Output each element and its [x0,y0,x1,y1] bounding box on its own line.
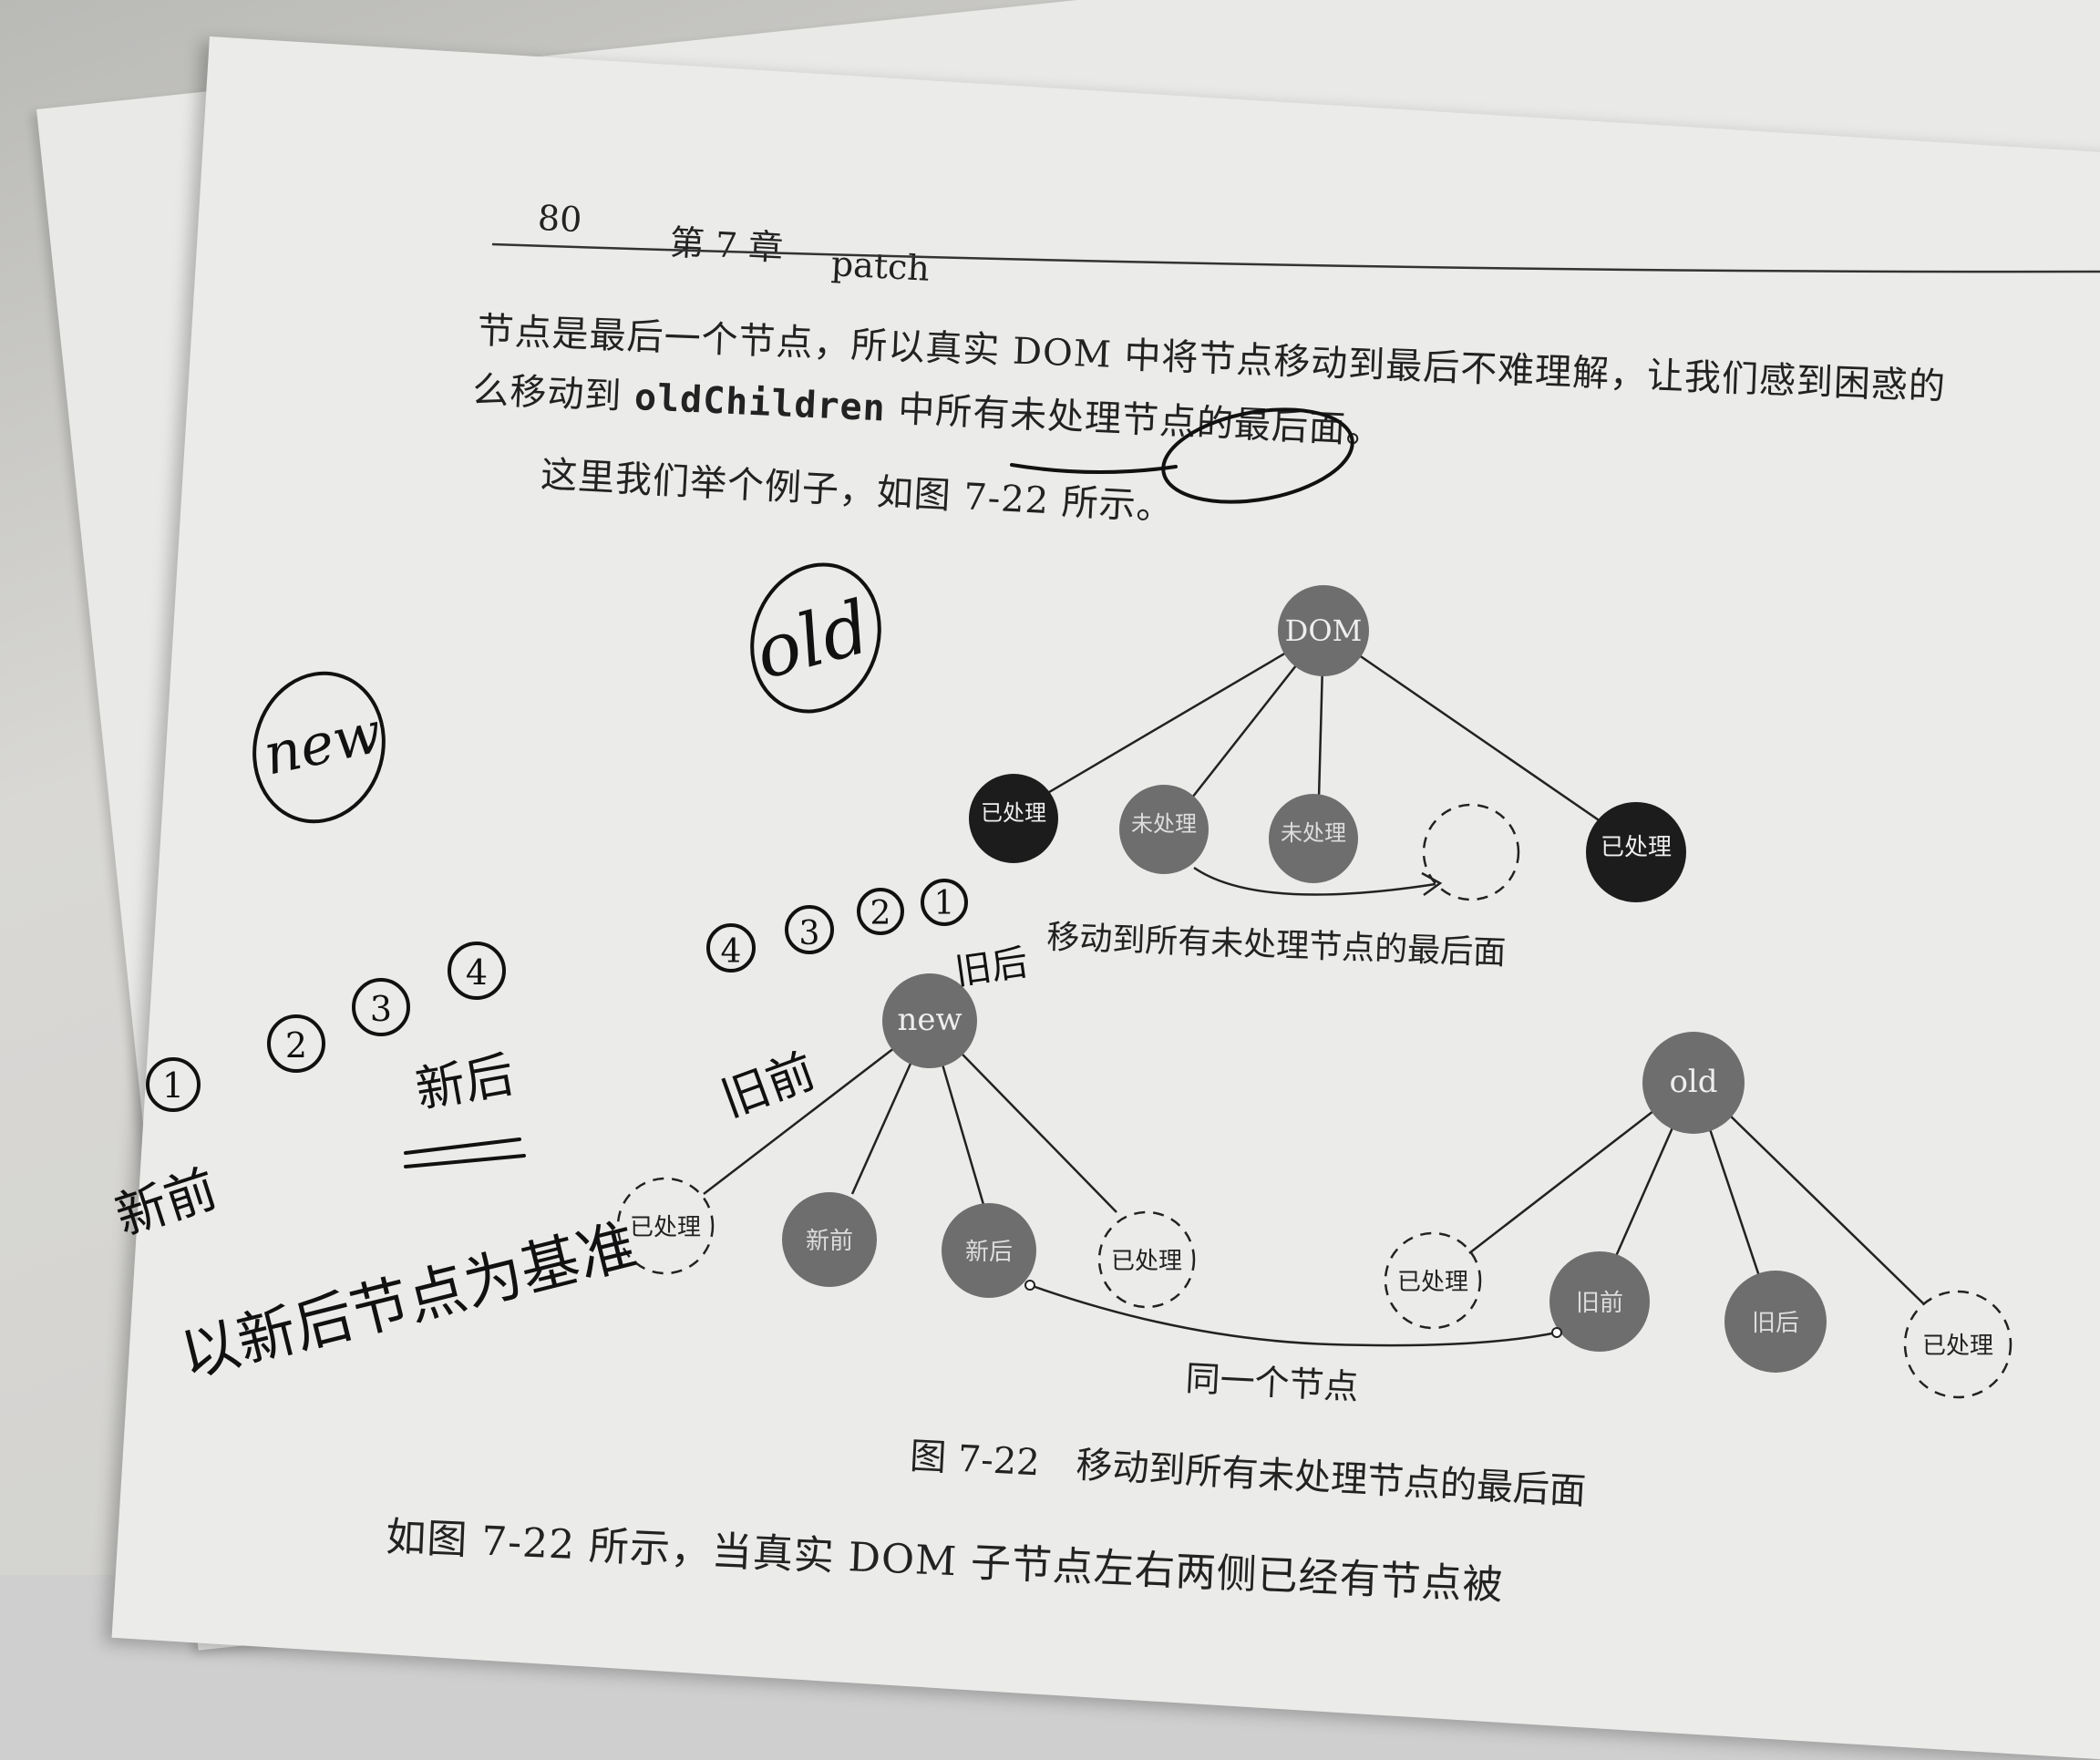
hand-circle-left-3 [352,978,410,1036]
hand-new: new [258,698,387,787]
node-old-4-label: 已处理 [1922,1333,1993,1360]
node-old-4 [1903,1290,2012,1399]
same-node-link [1029,1283,1558,1347]
hand-circle-old [750,562,881,714]
hand-strike-1 [404,1137,521,1155]
hand-circle-zuihoumian [1161,407,1354,504]
node-dom-3 [1269,794,1358,883]
header-rule [491,242,2100,273]
hand-circle-num-3 [785,905,834,954]
hand-xinhou: 新后 [411,1045,518,1119]
node-new-1 [616,1177,715,1275]
node-dom-1 [969,774,1058,863]
hand-circle-left-4 [448,942,506,1000]
node-dom-1-label: 已处理 [981,800,1046,826]
hand-circle-num-4 [706,923,756,973]
old-tree: old 已处理 旧前 旧后 已处理 [1384,1032,2012,1399]
hand-xinqian: 新前 [108,1159,224,1247]
dom-tree: DOM 已处理 未处理 未处理 已处理 移动到所有未处理节点的最后面 [969,585,1686,973]
same-node-endpoint-right [1551,1327,1562,1338]
same-node-label: 同一个节点 [1185,1358,1360,1407]
hand-num-4: 4 [721,933,742,971]
hand-left-1: 1 [162,1065,184,1106]
hand-circle-left-2 [267,1014,325,1073]
hand-left-2: 2 [285,1025,307,1065]
node-new-3 [942,1203,1036,1298]
node-dom-2-label: 未处理 [1131,811,1197,837]
node-old-1 [1384,1231,1482,1330]
hand-jiuhou: 旧后 [952,942,1031,993]
node-old-1-label: 已处理 [1397,1269,1468,1296]
move-arrow-head [1421,871,1443,897]
node-new-3-label: 新后 [965,1239,1013,1266]
hand-num-3: 3 [799,915,820,952]
node-old-3-label: 旧后 [1752,1310,1799,1337]
page-content: 80 第 7 章 patch 节点是最后一个节点，所以真实 DOM 中将节点移动… [108,198,2100,1609]
node-dom-4-placeholder [1422,803,1520,901]
hand-circle-num-1 [921,879,968,926]
new-tree: new 已处理 新前 新后 已处理 [616,973,1196,1309]
node-old-2 [1549,1251,1650,1352]
node-new-root [882,973,977,1068]
node-dom-root-label: DOM [1285,613,1363,648]
edge-new-1 [703,1020,931,1195]
node-new-root-label: new [897,1002,962,1038]
hand-left-3: 3 [370,989,392,1029]
hand-circle-num-2 [857,888,904,935]
hand-num-2: 2 [870,895,891,932]
hand-circle-new [252,671,386,824]
same-node-endpoint-left [1024,1280,1035,1291]
move-arrow [1193,866,1436,896]
node-dom-5-label: 已处理 [1601,834,1672,861]
node-dom-root [1278,585,1369,676]
node-old-root-label: old [1669,1064,1717,1100]
hand-underline [1010,463,1178,474]
figure-7-22: DOM 已处理 未处理 未处理 已处理 移动到所有未处理节点的最后面 [108,242,2100,1407]
node-new-4-label: 已处理 [1111,1248,1182,1275]
node-dom-5 [1586,802,1686,902]
node-old-root [1642,1032,1745,1134]
node-new-2-label: 新前 [806,1228,853,1255]
node-new-2 [782,1192,877,1287]
hand-circle-left-1 [146,1057,201,1112]
move-arrow-label: 移动到所有未处理节点的最后面 [1046,919,1507,973]
handwriting-text: old new 4 3 2 1 1 2 3 4 旧后 旧前 新后 新前 以新后节… [108,584,1030,1390]
node-new-4 [1097,1210,1196,1309]
node-old-3 [1724,1271,1827,1373]
hand-left-4: 4 [466,952,488,993]
node-old-2-label: 旧前 [1576,1290,1623,1317]
edge-old-4 [1693,1079,1924,1304]
node-dom-3-label: 未处理 [1281,820,1346,846]
handwriting-layer [146,407,1354,1168]
hand-num-1: 1 [934,885,955,922]
edge-dom-1 [1013,629,1324,815]
node-dom-2 [1119,785,1209,874]
node-new-1-label: 已处理 [630,1214,701,1241]
hand-note: 以新后节点为基准 [174,1212,643,1391]
hand-strike-2 [404,1154,526,1168]
edge-dom-5 [1323,629,1637,848]
